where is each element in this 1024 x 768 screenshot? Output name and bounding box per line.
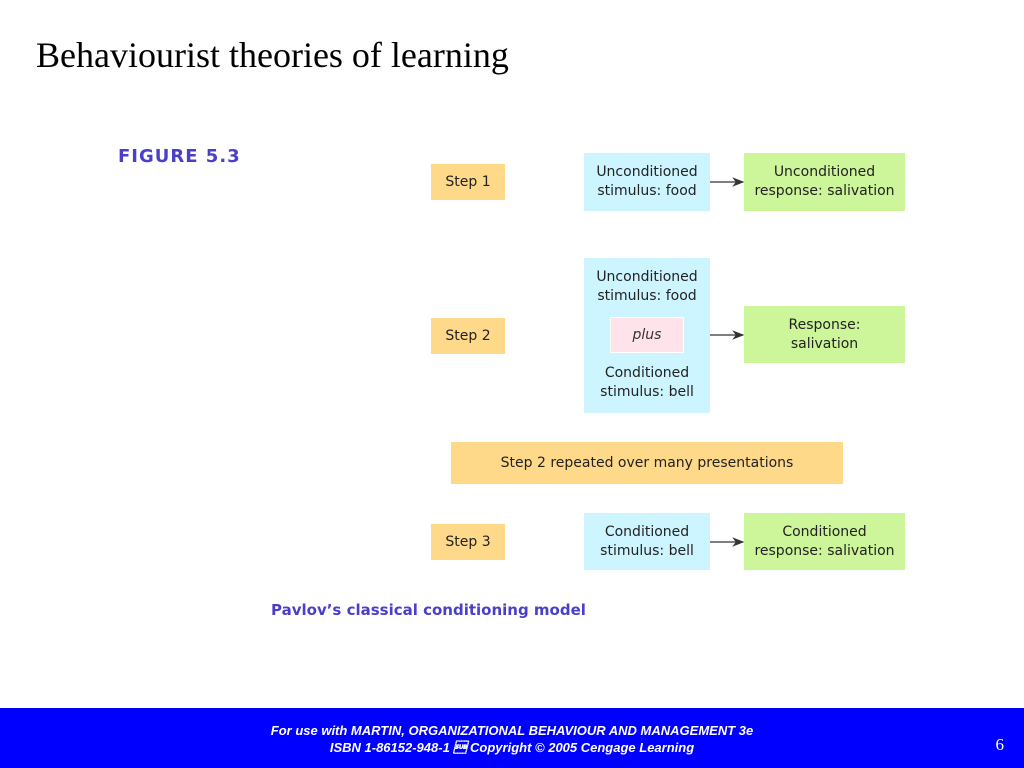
step-2-conditioned-stimulus: Conditioned stimulus: bell [600, 365, 694, 400]
step-2-unconditioned-stimulus: Unconditioned stimulus: food [596, 269, 698, 304]
plus-box: plus [610, 317, 684, 353]
step-3-response-box: Conditioned response: salivation [744, 513, 905, 570]
page-number: 6 [995, 735, 1005, 754]
repeated-banner: Step 2 repeated over many presentations [451, 442, 843, 484]
footer-bar: For use with MARTIN, ORGANIZATIONAL BEHA… [0, 708, 1024, 768]
step-1-stimulus-box: Unconditioned stimulus: food [584, 153, 710, 211]
step-3-stimulus-box: Conditioned stimulus: bell [584, 513, 710, 570]
footer-text: For use with MARTIN, ORGANIZATIONAL BEHA… [0, 722, 1024, 756]
step-2-box: Step 2 [431, 318, 505, 354]
footer-line-1: For use with MARTIN, ORGANIZATIONAL BEHA… [270, 723, 754, 738]
step-1-box: Step 1 [431, 164, 505, 200]
footer-line-2: ISBN 1-86152-948-1  Copyright © 2005 Ce… [329, 740, 695, 755]
figure-caption: Pavlov’s classical conditioning model [271, 601, 586, 619]
step-3-box: Step 3 [431, 524, 505, 560]
slide-title: Behaviourist theories of learning [36, 35, 509, 75]
figure-label: FIGURE 5.3 [118, 146, 241, 167]
step-1-response-box: Unconditioned response: salivation [744, 153, 905, 211]
step-2-response-box: Response: salivation [744, 306, 905, 363]
